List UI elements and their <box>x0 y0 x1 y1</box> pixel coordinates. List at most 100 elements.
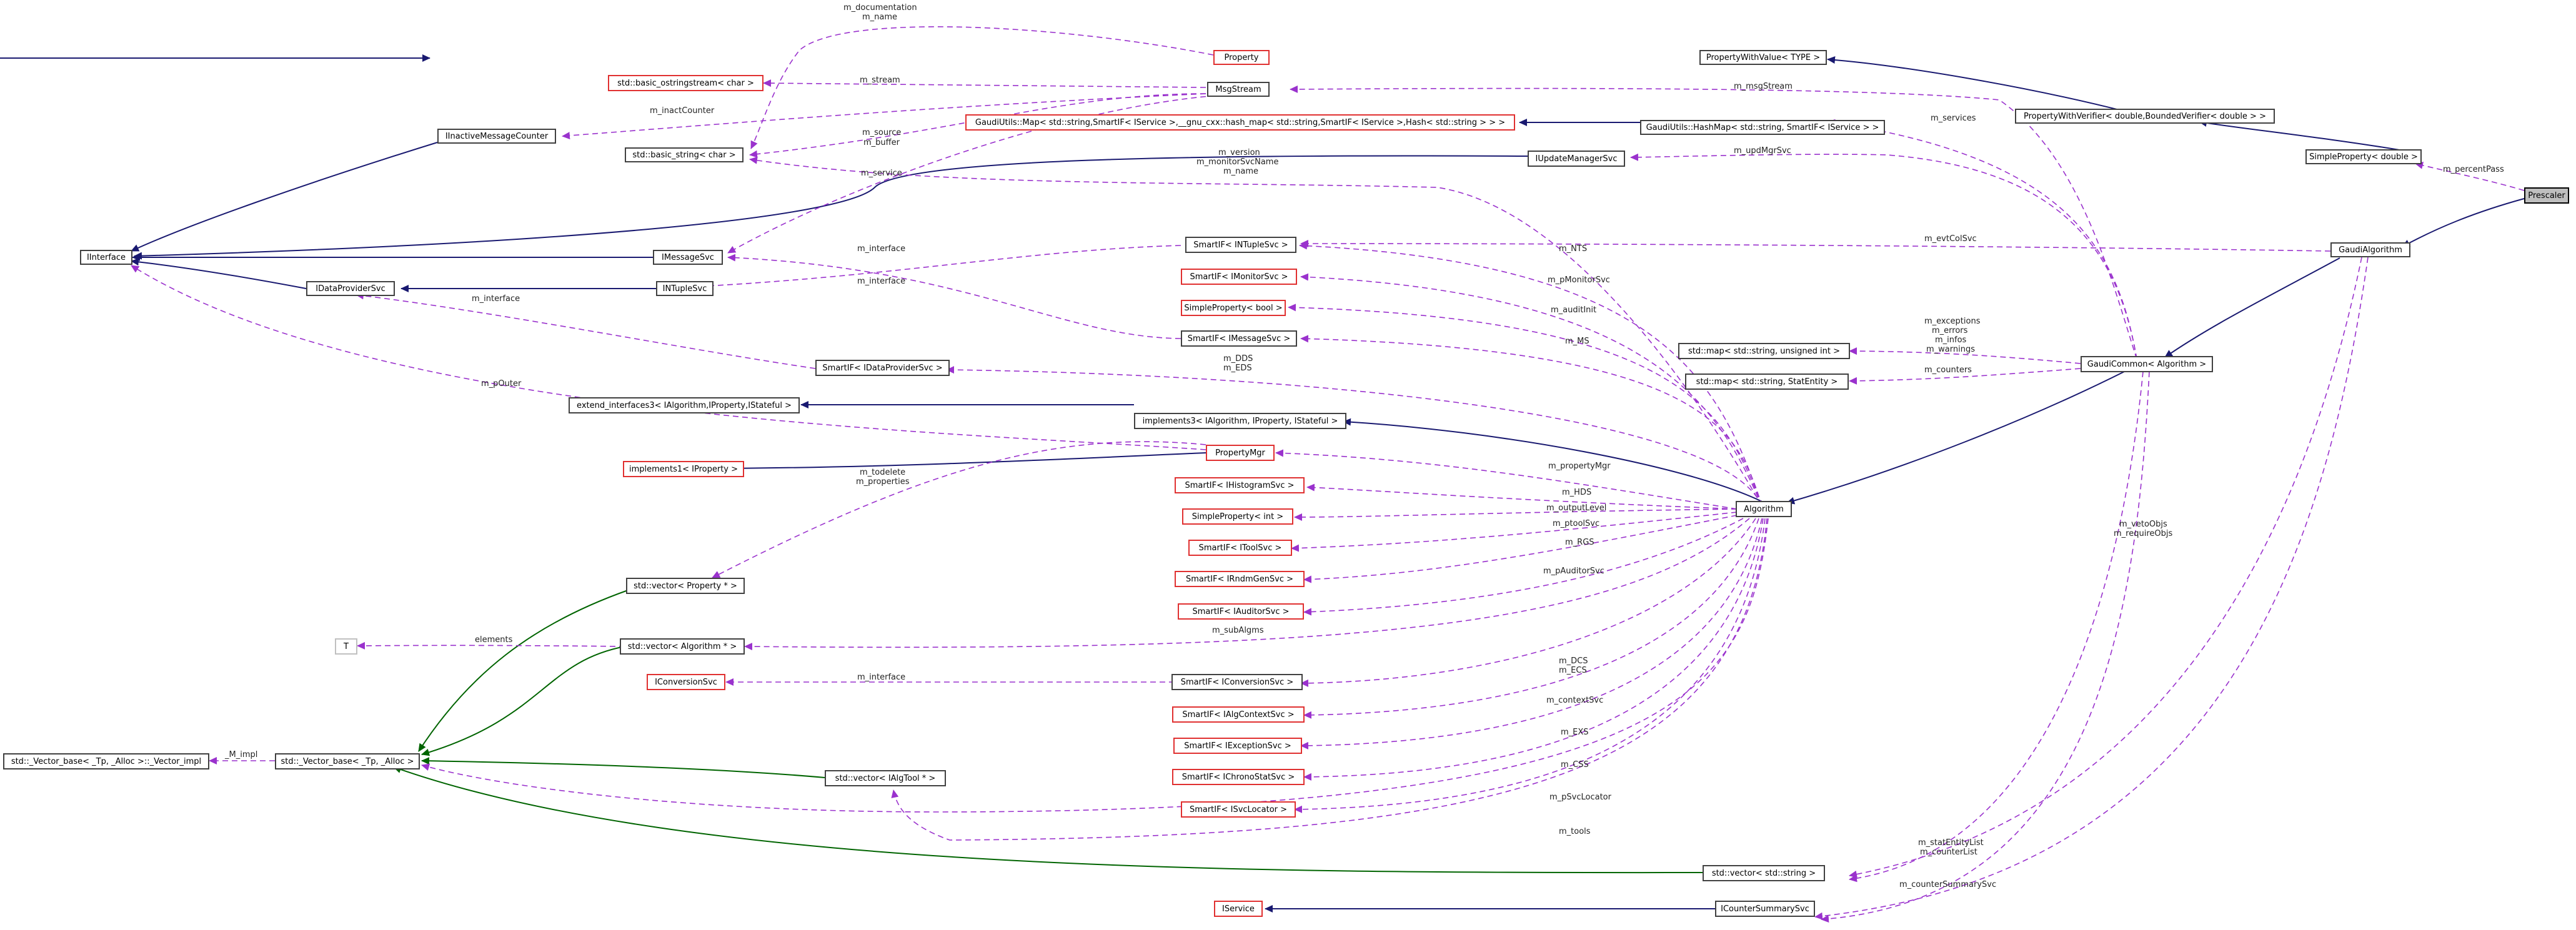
class-iconversionsvc[interactable]: IConversionSvc <box>647 674 725 690</box>
class-idataprovidersvc[interactable]: IDataProviderSvc <box>306 281 395 296</box>
label-m-interface-dp: m_interface <box>472 294 520 304</box>
class-smartif-itoolsvc[interactable]: SmartIF< IToolSvc > <box>1188 540 1292 556</box>
class-intuplesvc[interactable]: INTupleSvc <box>656 281 714 296</box>
edge-gaudialgorithm-vectorstring <box>1849 257 2362 878</box>
class-propertymgr[interactable]: PropertyMgr <box>1206 445 1275 461</box>
edge-algorithm-smartifmsg <box>1300 335 1763 507</box>
class-implements3[interactable]: implements3< IAlgorithm, IProperty, ISta… <box>1134 413 1346 429</box>
class-hashmap-small[interactable]: GaudiUtils::HashMap< std::string, SmartI… <box>1640 120 1885 135</box>
class-extend-interfaces3[interactable]: extend_interfaces3< IAlgorithm,IProperty… <box>569 397 800 413</box>
class-algorithm[interactable]: Algorithm <box>1736 501 1792 517</box>
class-smartif-ichronostatsvc[interactable]: SmartIF< IChronoStatSvc > <box>1172 769 1305 785</box>
class-smartif-imessagesvc[interactable]: SmartIF< IMessageSvc > <box>1181 330 1297 347</box>
label-m-contextsvc: m_contextSvc <box>1546 696 1603 705</box>
class-interface[interactable]: IInterface <box>80 250 132 265</box>
class-smartif-iauditorsvc[interactable]: SmartIF< IAuditorSvc > <box>1178 603 1304 620</box>
edge-prescaler-gaudialgorithm <box>2402 198 2525 247</box>
label-m-nts: m_NTS <box>1559 244 1587 254</box>
class-smartif-isvclocator[interactable]: SmartIF< ISvcLocator > <box>1181 801 1296 818</box>
edge-smartifmsg-imessagesvc <box>727 254 1181 339</box>
class-imessagesvc[interactable]: IMessageSvc <box>653 250 723 265</box>
class-implements1[interactable]: implements1< IProperty > <box>623 461 744 477</box>
edge-vectorstring-vectorbase <box>393 766 1703 874</box>
class-smartif-idataprovidersvc[interactable]: SmartIF< IDataProviderSvc > <box>815 360 950 376</box>
edge-propertymgr-vectorproperty <box>712 441 1206 578</box>
class-map-unsigned[interactable]: std::map< std::string, unsigned int > <box>1678 343 1850 359</box>
class-vector-ialgtool[interactable]: std::vector< IAlgTool * > <box>825 770 946 786</box>
class-msgstream[interactable]: MsgStream <box>1207 82 1270 97</box>
label-m-source: m_source <box>862 128 901 137</box>
class-smartif-iconversionsvc[interactable]: SmartIF< IConversionSvc > <box>1171 674 1303 690</box>
edge-gaudialgorithm-countersummary <box>1814 257 2369 920</box>
label-m-outputlevel: m_outputLevel <box>1546 503 1606 513</box>
class-t[interactable]: T <box>335 638 357 655</box>
label-m-pauditorsvc: m_pAuditorSvc <box>1543 566 1604 576</box>
edge-gaudialgorithm-gaudicommon <box>2164 257 2340 358</box>
class-smartif-imonitorsvc[interactable]: SmartIF< IMonitorSvc > <box>1181 269 1297 285</box>
label-m-psvclocator: m_pSvcLocator <box>1549 793 1612 802</box>
edge-algorithm-smartifdp <box>946 366 1763 507</box>
label-m-name-top: m_name <box>862 12 897 22</box>
class-simpleproperty-int[interactable]: SimpleProperty< int > <box>1182 508 1293 525</box>
edge-simpleproperty-propertywithverifier <box>2199 119 2400 151</box>
label-m-auditinit: m_auditInit <box>1551 305 1596 315</box>
label-m-eds: m_EDS <box>1223 364 1252 373</box>
edge-gaudicommon-algorithm <box>1786 371 2125 505</box>
label-m-inactcounter: m_inactCounter <box>650 106 715 116</box>
edge-gaudicommon-countersummary <box>1821 371 2150 923</box>
edge-algorithm-smartifauditor <box>1303 518 1744 616</box>
class-vector-property[interactable]: std::vector< Property * > <box>626 578 745 594</box>
class-simpleproperty-double[interactable]: SimpleProperty< double > <box>2305 149 2422 164</box>
label-m-counterlist: m_counterList <box>1920 848 1977 857</box>
edge-algorithm-simplepropertyint <box>1294 508 1738 521</box>
class-vector-algorithm[interactable]: std::vector< Algorithm * > <box>620 638 745 655</box>
edge-algorithm-vectoralgorithm <box>744 518 1750 651</box>
edge-smartifdp-idataprovidersvc <box>356 292 816 369</box>
class-hashmap-big[interactable]: GaudiUtils::Map< std::string,SmartIF< IS… <box>965 114 1515 131</box>
class-basic-string[interactable]: std::basic_string< char > <box>625 147 743 162</box>
class-smartif-ihistogramsvc[interactable]: SmartIF< IHistogramSvc > <box>1175 477 1305 493</box>
class-smartif-irndmgensvc[interactable]: SmartIF< IRndmGenSvc > <box>1175 571 1305 587</box>
label-m-hds: m_HDS <box>1562 488 1591 497</box>
label-m-infos: m_infos <box>1935 335 1967 345</box>
class-smartif-intuplesvc[interactable]: SmartIF< INTupleSvc > <box>1185 237 1296 253</box>
label-m-interface-cnv: m_interface <box>857 673 905 682</box>
label-m-ms: m_MS <box>1565 337 1589 346</box>
class-propertywithverifier[interactable]: PropertyWithVerifier< double,BoundedVeri… <box>2015 109 2275 124</box>
class-vector-base-impl[interactable]: std::_Vector_base< _Tp, _Alloc >::_Vecto… <box>3 753 209 769</box>
label-m-dcs: m_DCS <box>1559 656 1588 666</box>
edge-msgstream-imessagesvc <box>727 94 1225 254</box>
label-m-tools: m_tools <box>1559 827 1591 836</box>
class-propertywithvalue[interactable]: PropertyWithValue< TYPE > <box>1699 50 1827 65</box>
class-vector-string[interactable]: std::vector< std::string > <box>1703 865 1825 881</box>
label-m-ptoolsvc: m_ptoolSvc <box>1553 519 1599 528</box>
edge-vectorproperty-vectorbase <box>418 590 629 752</box>
label-m-documentation: m_documentation <box>843 3 917 12</box>
edge-gaudicommon-iupdatemanagersvc <box>1630 153 2137 360</box>
class-smartif-ialgcontextsvc[interactable]: SmartIF< IAlgContextSvc > <box>1172 706 1305 723</box>
edge-propertywithverifier-propertywithvalue <box>1827 56 2125 112</box>
edge-gaudicommon-mapunsigned <box>1849 347 2081 364</box>
edge-algorithm-vectorialgtool <box>891 518 1768 841</box>
edge-propertymgr-implements1 <box>724 452 1206 472</box>
class-icountersummarysvc[interactable]: ICounterSummarySvc <box>1715 901 1815 917</box>
edge-vectoralgorithm-t <box>357 641 625 650</box>
class-iservice[interactable]: IService <box>1214 901 1263 917</box>
class-gaudialgorithm[interactable]: GaudiAlgorithm <box>2330 242 2410 257</box>
class-gaudicommon[interactable]: GaudiCommon< Algorithm > <box>2081 356 2213 372</box>
class-property[interactable]: Property <box>1213 50 1270 65</box>
class-iupdatemanagersvc[interactable]: IUpdateManagerSvc <box>1528 151 1625 167</box>
class-map-statentity[interactable]: std::map< std::string, StatEntity > <box>1685 373 1849 390</box>
edge-algorithm-implements3 <box>1343 418 1763 502</box>
class-basic-ostringstream[interactable]: std::basic_ostringstream< char > <box>608 75 763 91</box>
label-m-rgs: m_RGS <box>1565 538 1594 547</box>
edge-gaudicommon-hashmapsmall <box>1827 119 2137 360</box>
label-m-pmonitorsvc: m_pMonitorSvc <box>1548 275 1610 285</box>
edge-percentpass <box>2415 161 2525 191</box>
class-smartif-iexceptionsvc[interactable]: SmartIF< IExceptionSvc > <box>1173 738 1302 754</box>
class-vector-base[interactable]: std::_Vector_base< _Tp, _Alloc > <box>275 753 420 769</box>
class-simpleproperty-bool[interactable]: SimpleProperty< bool > <box>1181 300 1286 316</box>
class-inactive-counter[interactable]: IInactiveMessageCounter <box>437 129 556 144</box>
edge-gaudicommon-mapstatentity <box>1849 368 2081 385</box>
class-prescaler[interactable]: Prescaler <box>2524 187 2569 204</box>
